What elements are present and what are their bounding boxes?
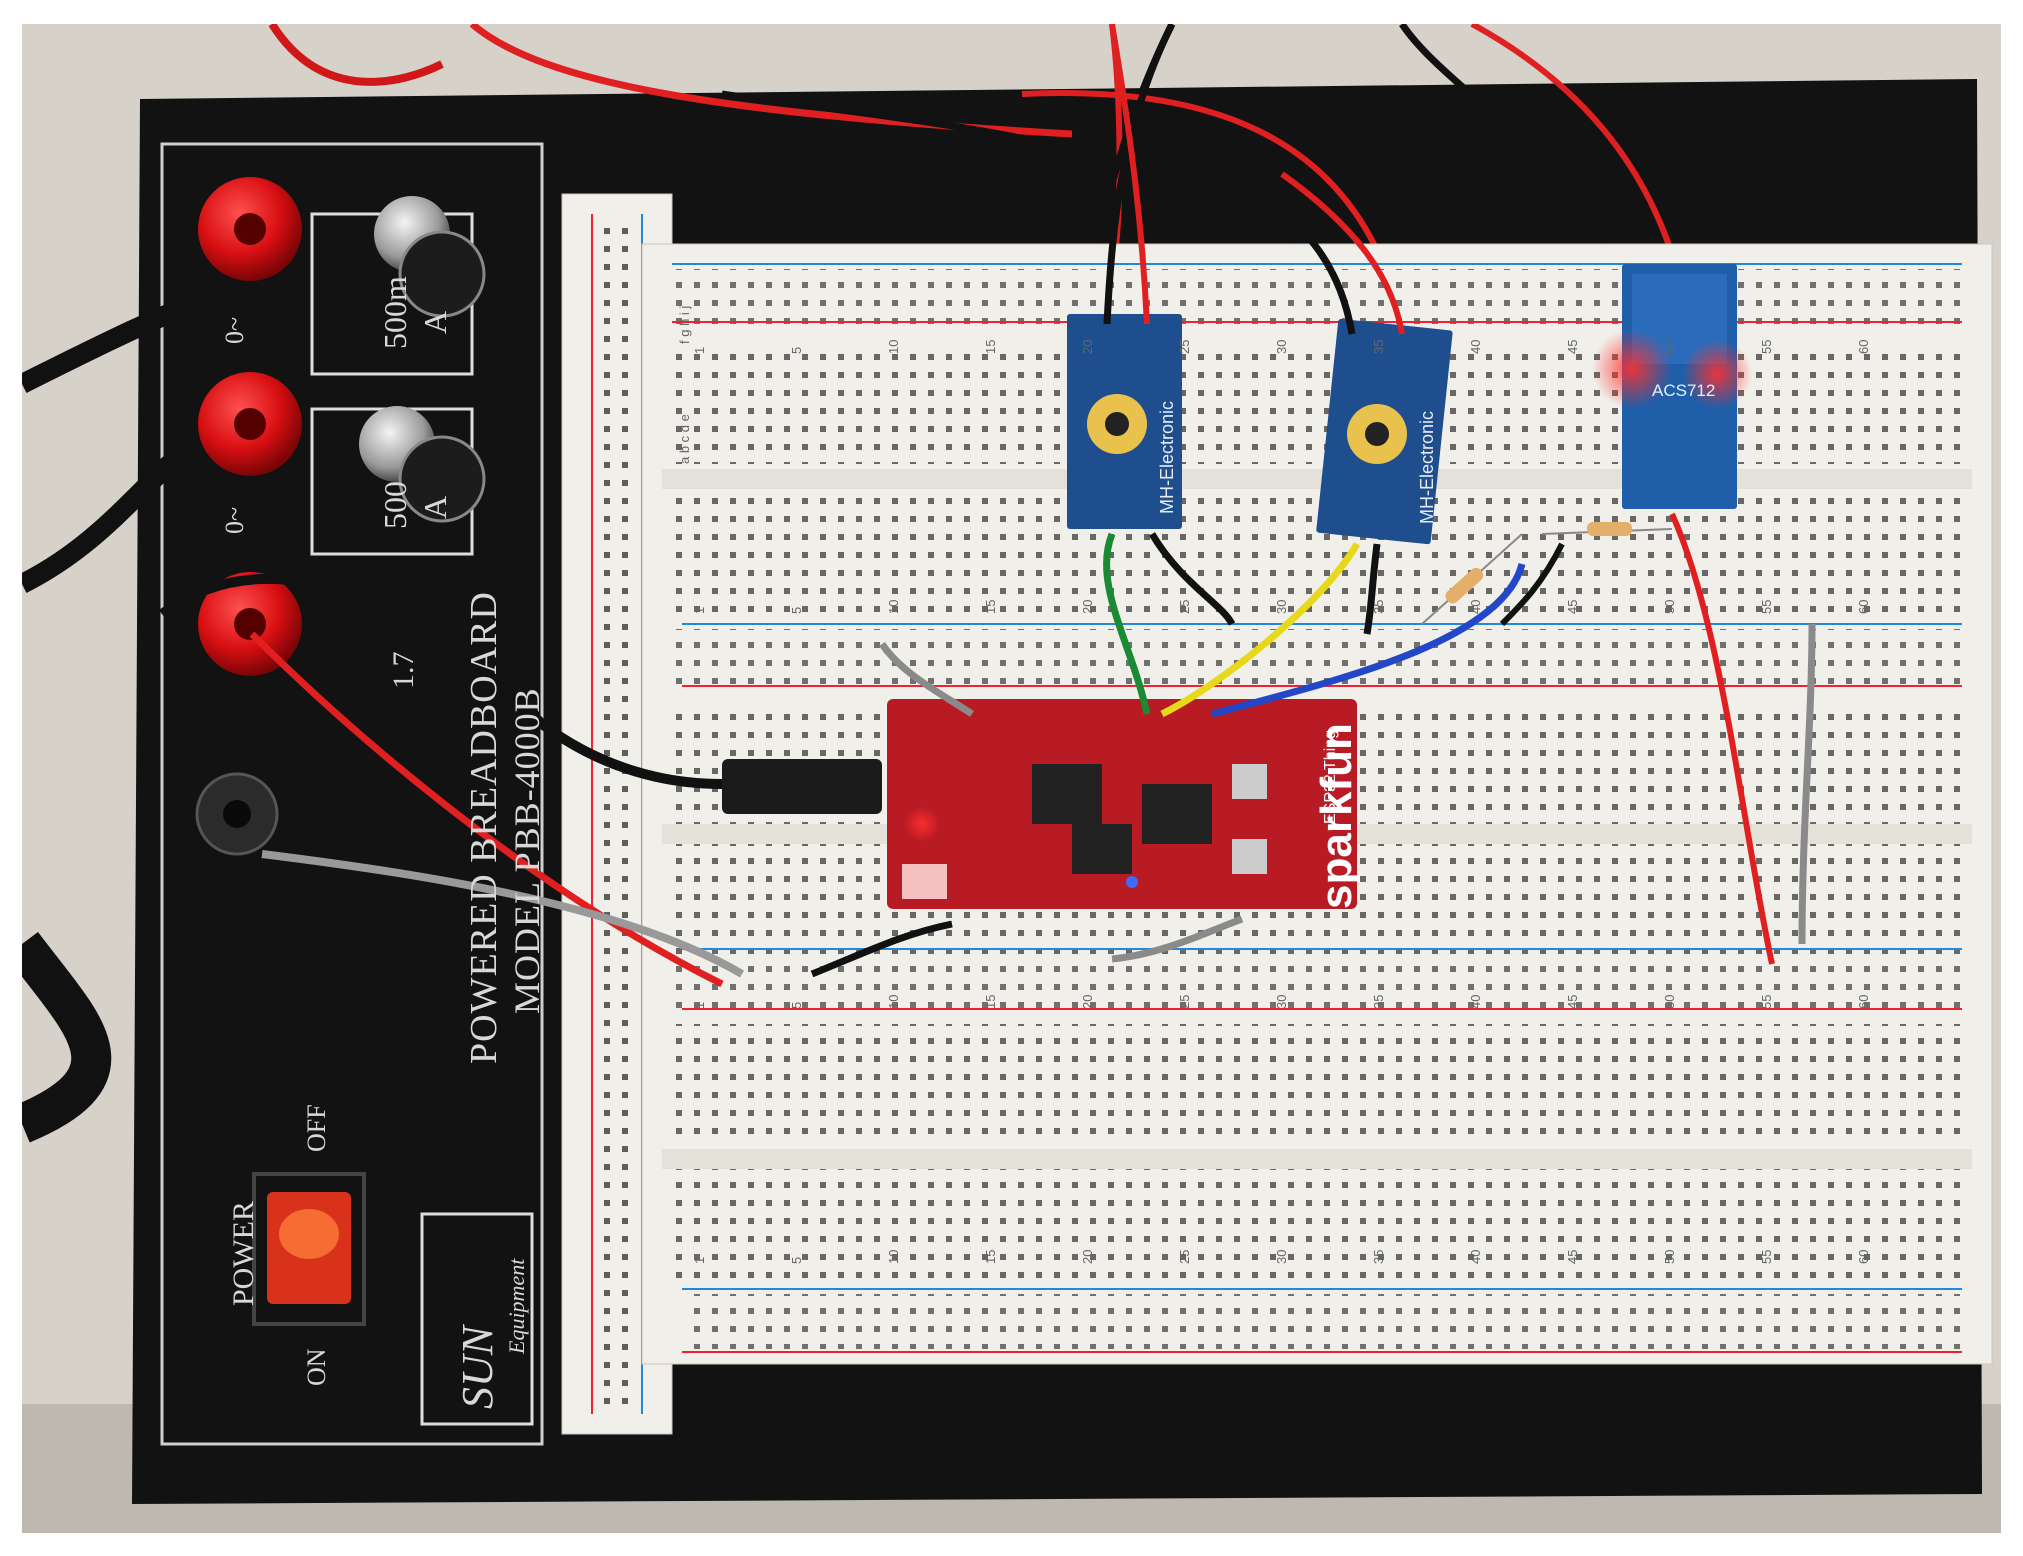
ground-jack: [195, 772, 279, 856]
column-number: 1: [692, 346, 707, 354]
current-sensor: [1592, 264, 1752, 509]
column-number: 5: [789, 1001, 804, 1009]
wire-yellow: [1160, 542, 1361, 718]
sound-sensor-1: [1067, 314, 1182, 529]
column-number: 25: [1177, 339, 1192, 354]
column-number: 20: [1080, 599, 1095, 614]
column-number: 15: [983, 339, 998, 354]
column-number: 5: [789, 346, 804, 354]
column-number: 20: [1080, 1249, 1095, 1264]
brand-label: SUN: [453, 1325, 502, 1409]
knob2-label-a: 500: [377, 481, 413, 529]
column-number: 40: [1468, 1249, 1483, 1264]
column-number: 50: [1662, 339, 1677, 354]
knob1-label-a: 500m: [377, 276, 413, 349]
column-number: 5: [789, 1256, 804, 1264]
terminal2-label: 0~: [220, 506, 249, 534]
column-number: 15: [983, 1249, 998, 1264]
column-number: 30: [1274, 339, 1289, 354]
usb-cable: [159, 573, 723, 789]
column-number: 25: [1177, 1249, 1192, 1264]
column-number: 55: [1759, 339, 1774, 354]
row-letters-top: a b c d e: [677, 414, 692, 464]
current-sensor-label: ACS712: [1652, 381, 1716, 400]
column-number: 15: [983, 599, 998, 614]
terminal-post-1: [198, 177, 302, 281]
resistor-2: [1541, 522, 1673, 536]
esp32-board: [887, 699, 1357, 909]
brand-box: [420, 1212, 534, 1426]
column-number: 5: [789, 606, 804, 614]
column-number: 15: [983, 994, 998, 1009]
terminal1-label: 0~: [220, 316, 249, 344]
column-number: 20: [1080, 994, 1095, 1009]
sensor2-label: MH-Electronic: [1417, 410, 1437, 524]
power-label: POWER: [227, 1201, 260, 1306]
knob2-label-b: A: [417, 495, 453, 519]
off-label: OFF: [302, 1104, 331, 1152]
esp32-model: ESP32 Thing: [1322, 730, 1339, 824]
wire-green: [1103, 532, 1151, 715]
column-number: 60: [1856, 339, 1871, 354]
terminal-post-3: [198, 572, 302, 676]
column-number: 50: [1662, 599, 1677, 614]
photo: 0~ 0~ 500m A 500 A 1.7 POWERED BREADBOAR…: [22, 24, 2001, 1533]
row-letters-bottom: f g h i j: [677, 305, 692, 344]
scene-svg: [22, 24, 2001, 1533]
column-number: 60: [1856, 599, 1871, 614]
wire-blue: [1211, 563, 1526, 718]
column-number: 10: [886, 994, 901, 1009]
sound-sensor-2: [1316, 318, 1453, 545]
wire-red-psu: [249, 631, 724, 988]
column-number: 45: [1565, 599, 1580, 614]
on-label: ON: [302, 1348, 331, 1386]
terminal-post-2: [198, 372, 302, 476]
column-number: 10: [886, 599, 901, 614]
current-knob-1: [310, 196, 486, 376]
column-number: 40: [1468, 339, 1483, 354]
column-number: 35: [1371, 599, 1386, 614]
resistor-1: [1421, 533, 1523, 625]
column-number: 55: [1759, 1249, 1774, 1264]
column-number: 45: [1565, 339, 1580, 354]
column-number: 20: [1080, 339, 1095, 354]
wire-red-sensor: [1669, 512, 1775, 965]
column-number: 30: [1274, 1249, 1289, 1264]
power-switch: [252, 1172, 366, 1326]
column-number: 55: [1759, 599, 1774, 614]
column-number: 25: [1177, 599, 1192, 614]
column-number: 30: [1274, 599, 1289, 614]
column-number: 40: [1468, 994, 1483, 1009]
column-number: 50: [1662, 994, 1677, 1009]
column-number: 1: [692, 1256, 707, 1264]
terminal3-label: 1.7: [387, 651, 420, 690]
column-number: 35: [1371, 339, 1386, 354]
column-number: 60: [1856, 994, 1871, 1009]
column-number: 25: [1177, 994, 1192, 1009]
knob1-label-b: A: [417, 310, 453, 334]
column-number: 10: [886, 1249, 901, 1264]
column-number: 45: [1565, 1249, 1580, 1264]
knob1-label: 500m: [377, 276, 414, 349]
wire-gray: [1798, 623, 1816, 945]
column-number: 35: [1371, 1249, 1386, 1264]
column-number: 55: [1759, 994, 1774, 1009]
usb-plug: [722, 759, 882, 814]
column-number: 30: [1274, 994, 1289, 1009]
column-number: 45: [1565, 994, 1580, 1009]
psu-title-line2: MODEL PBB-4000B: [507, 687, 547, 1014]
brand-sub-label: Equipment: [504, 1258, 529, 1354]
column-number: 50: [1662, 1249, 1677, 1264]
current-knob-2: [310, 406, 486, 556]
column-number: 10: [886, 339, 901, 354]
psu-title-line1: POWERED BREADBOARD: [463, 591, 505, 1064]
column-number: 35: [1371, 994, 1386, 1009]
column-number: 60: [1856, 1249, 1871, 1264]
column-number: 1: [692, 606, 707, 614]
column-number: 1: [692, 1001, 707, 1009]
column-number: 40: [1468, 599, 1483, 614]
sensor1-label: MH-Electronic: [1157, 400, 1177, 514]
